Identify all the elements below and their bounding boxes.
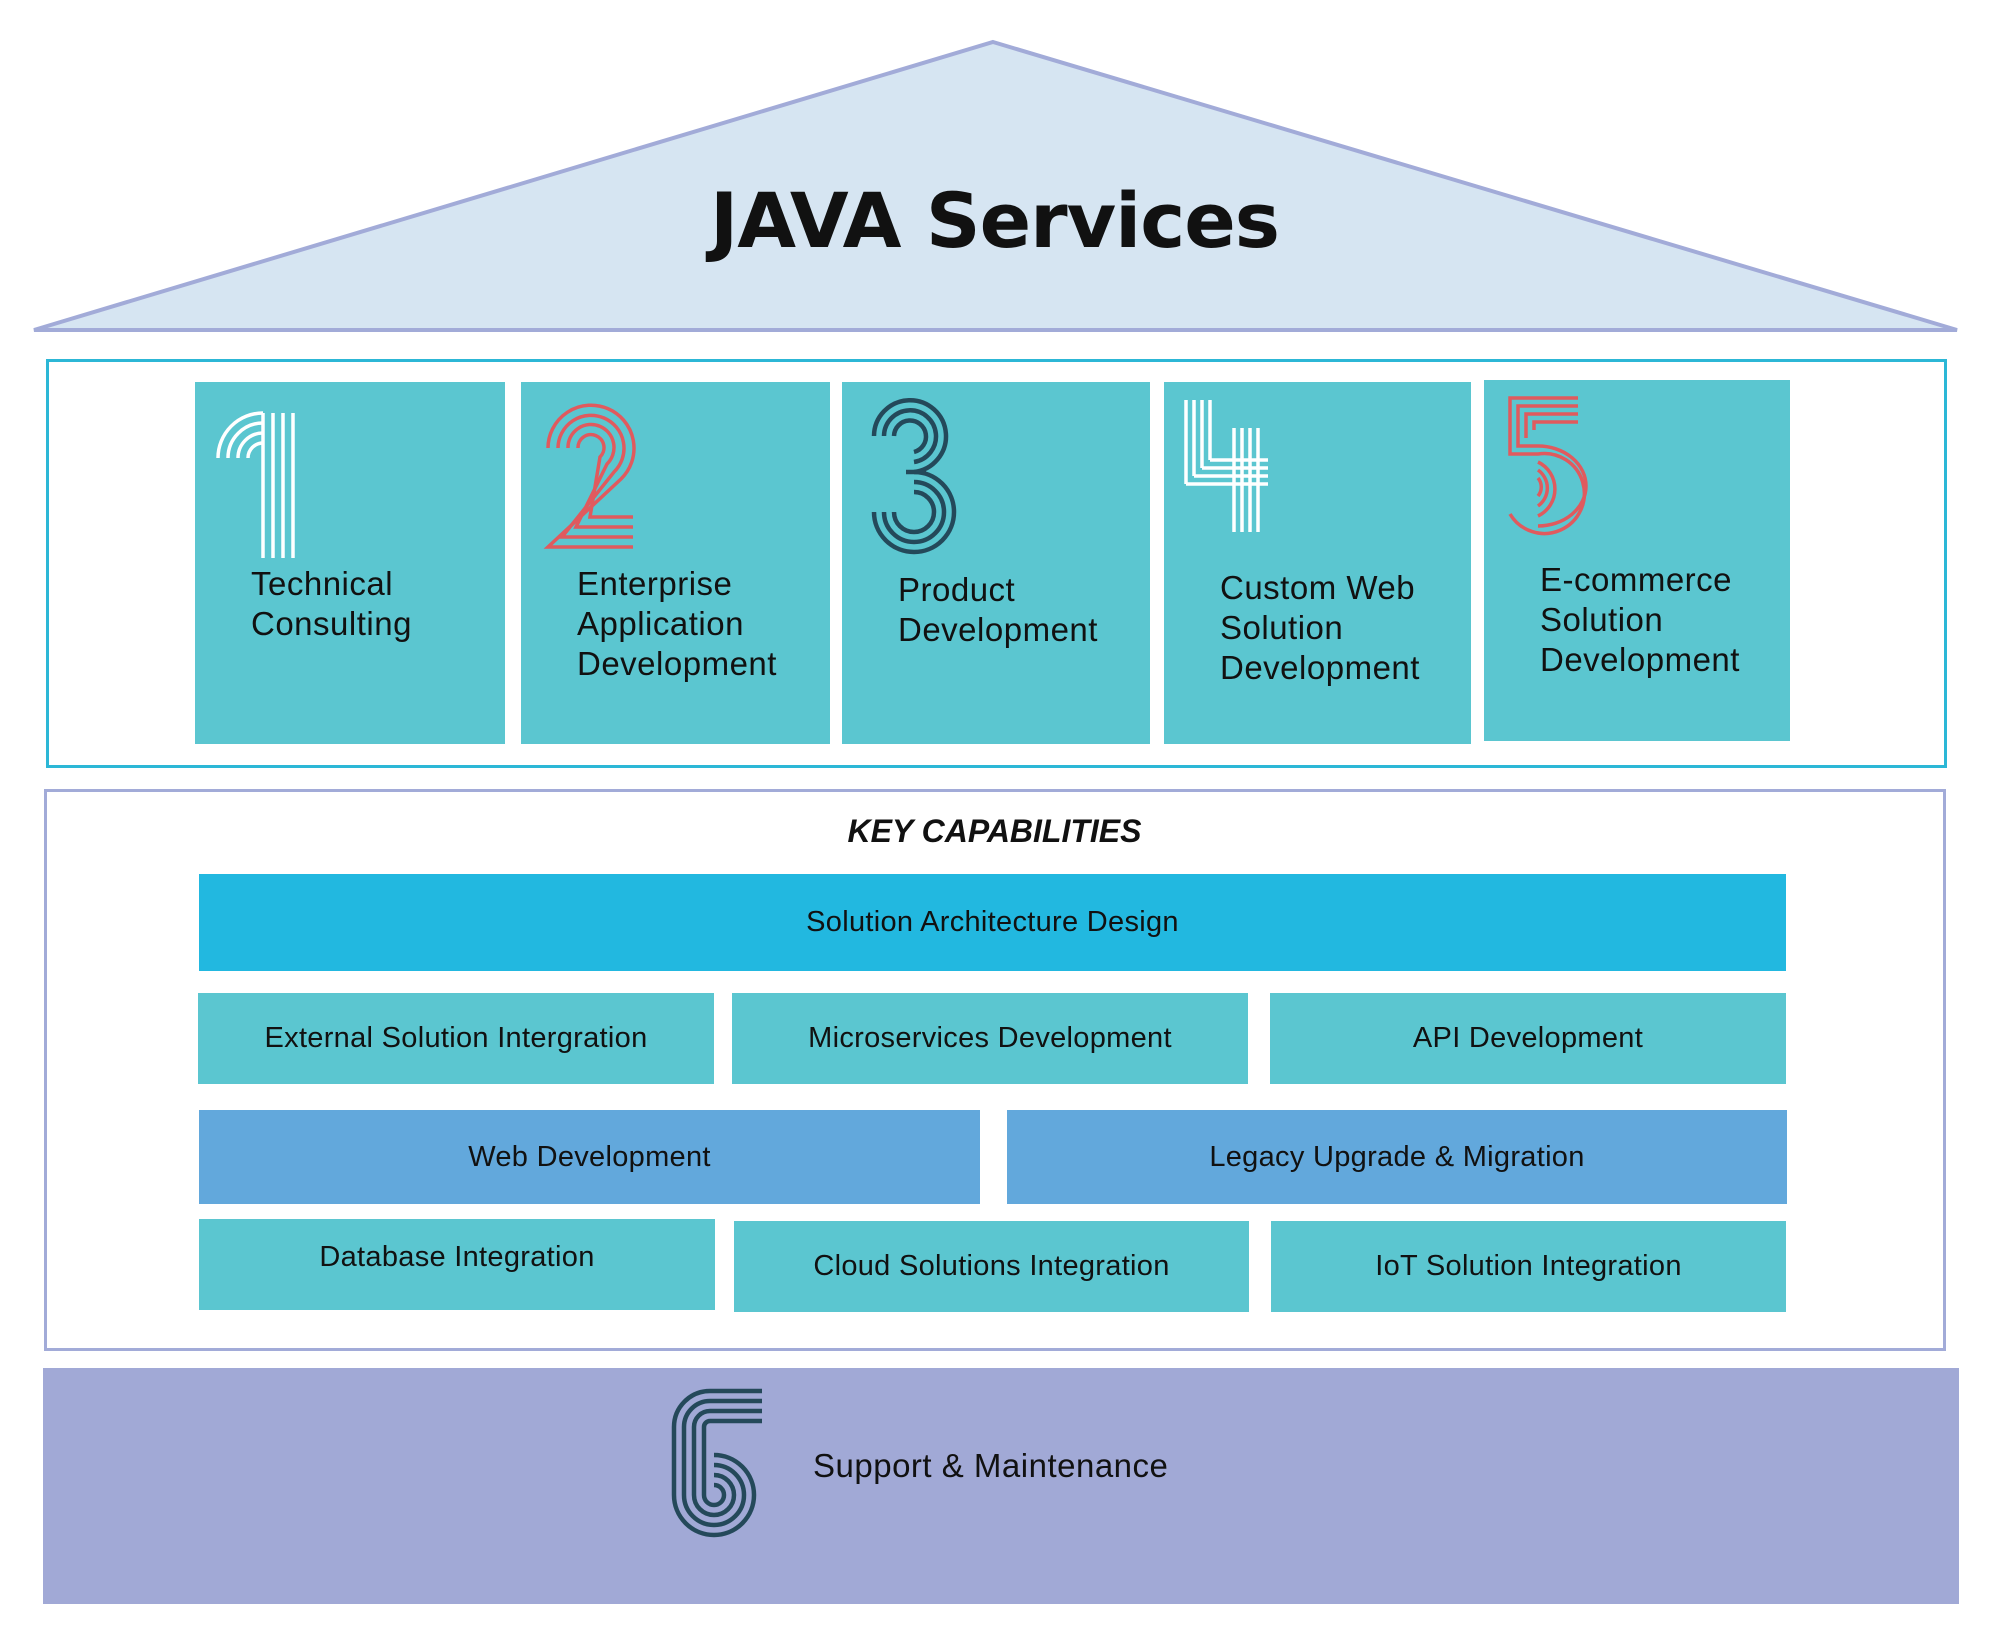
capability-web-development: Web Development <box>199 1110 980 1204</box>
striped-number-6-icon <box>671 1388 762 1538</box>
striped-number-4-icon <box>1184 400 1268 532</box>
capability-solution-architecture: Solution Architecture Design <box>199 874 1786 971</box>
capabilities-frame <box>44 789 1946 1351</box>
roof-triangle <box>33 39 1958 332</box>
striped-number-3-icon <box>871 398 957 555</box>
capability-database: Database Integration <box>199 1219 715 1310</box>
capabilities-title: KEY CAPABILITIES <box>847 813 1142 849</box>
support-label: Support & Maintenance <box>813 1447 1169 1484</box>
striped-number-5-icon <box>1508 396 1588 536</box>
capability-legacy-upgrade: Legacy Upgrade & Migration <box>1007 1110 1787 1204</box>
page-title: JAVA Services <box>709 176 1280 265</box>
striped-number-2-icon <box>543 403 636 549</box>
services-frame <box>46 359 1947 768</box>
capability-external-solution: External Solution Intergration <box>198 993 714 1084</box>
capability-iot: IoT Solution Integration <box>1271 1221 1786 1312</box>
capability-microservices: Microservices Development <box>732 993 1248 1084</box>
striped-number-1-icon <box>216 411 295 558</box>
capability-cloud: Cloud Solutions Integration <box>734 1221 1249 1312</box>
capability-api: API Development <box>1270 993 1786 1084</box>
support-band <box>43 1368 1959 1604</box>
